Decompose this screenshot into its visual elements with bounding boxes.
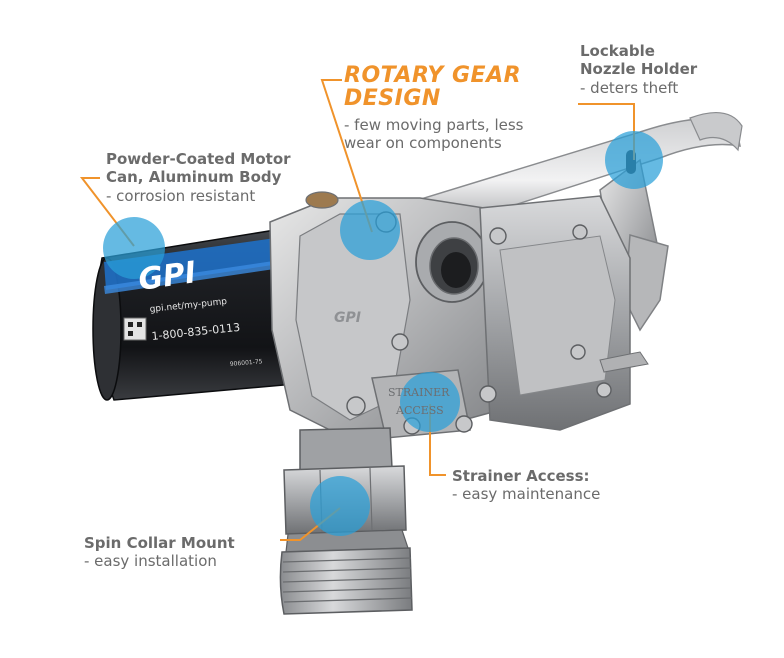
- callout-rotary-title-2: DESIGN: [344, 86, 441, 112]
- strainer-plate-line1: STRAINER: [388, 386, 450, 399]
- callout-rotary-desc-1: - few moving parts, less: [344, 116, 524, 135]
- callout-rotary-title-1: ROTARY GEAR: [344, 63, 522, 88]
- hotspot-nozzle-holder[interactable]: [605, 131, 663, 189]
- hotspots: [103, 131, 663, 536]
- callout-motor-desc: - corrosion resistant: [106, 186, 256, 205]
- callout-spin-desc: - easy installation: [84, 552, 217, 571]
- motor-serial-text: 906001-75: [230, 358, 263, 368]
- hotspot-strainer-access[interactable]: [400, 372, 460, 432]
- callout-spin-title: Spin Collar Mount: [84, 534, 235, 552]
- callout-strainer-access: Strainer Access: - easy maintenance: [452, 467, 672, 504]
- callout-nozzle-holder: Lockable Nozzle Holder - deters theft: [580, 42, 770, 97]
- callout-spin-collar: Spin Collar Mount - easy installation: [84, 534, 304, 571]
- callout-strainer-title: Strainer Access:: [452, 467, 590, 485]
- callout-strainer-desc: - easy maintenance: [452, 485, 601, 504]
- motor-brand-logo: GPI: [136, 255, 198, 298]
- callout-rotary-desc-2: wear on components: [344, 134, 502, 153]
- callout-nozzle-title-1: Lockable: [580, 42, 655, 60]
- callout-nozzle-title-2: Nozzle Holder: [580, 60, 698, 79]
- hotspot-rotary-gear[interactable]: [340, 200, 400, 260]
- callout-motor-can: Powder-Coated Motor Can, Aluminum Body -…: [106, 150, 336, 205]
- strainer-plate-line2: ACCESS: [395, 404, 444, 417]
- callout-motor-title-1: Powder-Coated Motor: [106, 150, 291, 168]
- callout-motor-title-2: Can, Aluminum Body: [106, 168, 282, 187]
- body-brand-mark: GPI: [334, 310, 361, 326]
- callout-nozzle-desc: - deters theft: [580, 78, 679, 97]
- callout-rotary-gear: ROTARY GEAR DESIGN - few moving parts, l…: [344, 64, 584, 153]
- hotspot-spin-collar[interactable]: [310, 476, 370, 536]
- hotspot-motor-can[interactable]: [103, 217, 165, 279]
